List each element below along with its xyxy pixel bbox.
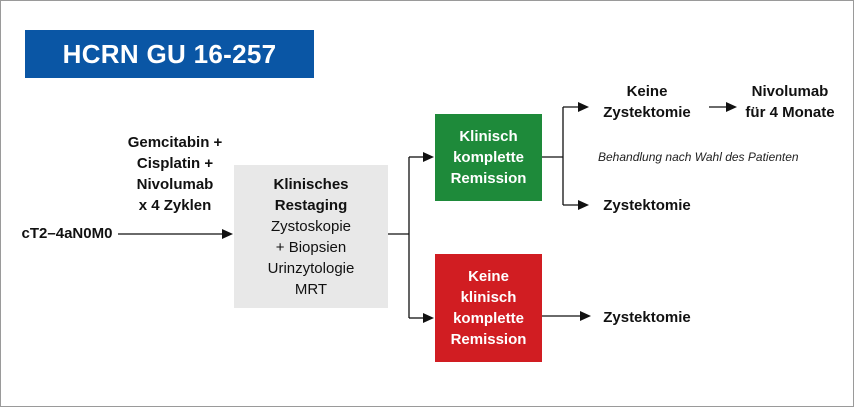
complete-remission-line: Remission bbox=[450, 170, 527, 187]
arrowhead-cystectomy-1 bbox=[578, 200, 589, 210]
nivolumab-line: Nivolumab bbox=[751, 83, 829, 100]
complete-remission-line: Klinisch bbox=[459, 128, 518, 145]
diagram-title: HCRN GU 16-257 bbox=[25, 30, 314, 78]
therapy-label: Gemcitabin + Cisplatin + Nivolumab x 4 Z… bbox=[115, 132, 235, 216]
therapy-line: x 4 Zyklen bbox=[138, 197, 212, 214]
no-complete-remission-box: Keine klinisch komplette Remission bbox=[435, 254, 542, 362]
complete-remission-box: Klinisch komplette Remission bbox=[435, 114, 542, 201]
therapy-line: Nivolumab bbox=[136, 176, 214, 193]
restaging-box: Klinisches Restaging Zystoskopie + Biops… bbox=[234, 165, 388, 308]
restaging-item: Zystoskopie bbox=[270, 217, 352, 235]
restaging-item: MRT bbox=[294, 280, 328, 298]
no-complete-remission-line: klinisch bbox=[460, 289, 517, 306]
nivolumab-label: Nivolumab für 4 Monate bbox=[735, 81, 845, 123]
arrowhead-restaging bbox=[222, 229, 233, 239]
cystectomy-label-1: Zystektomie bbox=[603, 197, 691, 214]
complete-remission-line: komplette bbox=[453, 149, 524, 166]
no-complete-remission-line: komplette bbox=[453, 310, 524, 327]
arrowhead-complete bbox=[423, 152, 434, 162]
stage-label: cT2–4aN0M0 bbox=[21, 225, 113, 242]
restaging-item: + Biopsien bbox=[275, 238, 347, 256]
arrowhead-cystectomy-2 bbox=[580, 311, 591, 321]
restaging-item: Urinzytologie bbox=[267, 259, 355, 277]
arrowhead-incomplete bbox=[423, 313, 434, 323]
restaging-heading: Klinisches bbox=[273, 175, 349, 193]
cystectomy-label-2: Zystektomie bbox=[603, 309, 691, 326]
no-cystectomy-line: Zystektomie bbox=[603, 104, 691, 121]
arrowhead-nivolumab bbox=[726, 102, 737, 112]
restaging-heading: Restaging bbox=[274, 196, 348, 214]
no-complete-remission-line: Keine bbox=[468, 268, 509, 285]
nivolumab-line: für 4 Monate bbox=[745, 104, 835, 121]
no-cystectomy-line: Keine bbox=[626, 83, 668, 100]
patient-choice-note: Behandlung nach Wahl des Patienten bbox=[598, 150, 799, 164]
no-complete-remission-line: Remission bbox=[450, 331, 527, 348]
therapy-line: Gemcitabin + bbox=[127, 134, 223, 151]
no-cystectomy-label: Keine Zystektomie bbox=[592, 81, 702, 123]
arrowhead-no-cystectomy bbox=[578, 102, 589, 112]
therapy-line: Cisplatin + bbox=[136, 155, 214, 172]
